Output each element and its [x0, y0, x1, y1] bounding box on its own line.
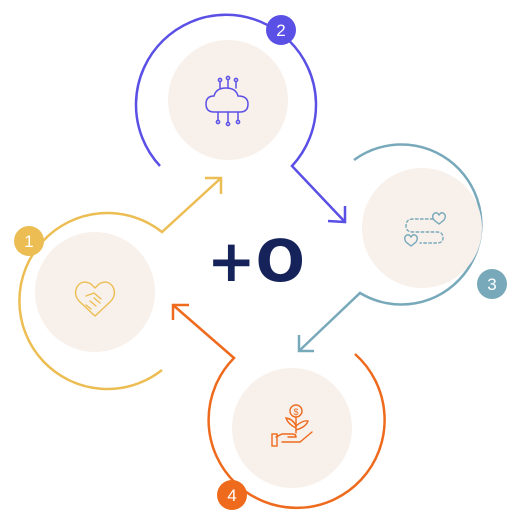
step-2-ring	[134, 13, 346, 223]
cloud-circuit-icon	[205, 75, 249, 127]
center-logo-text: +O	[207, 227, 305, 295]
step-3: 3	[297, 143, 507, 353]
step-3-disc	[362, 168, 482, 288]
step-4: $ 4	[171, 303, 386, 510]
step-3-number: 3	[487, 275, 496, 294]
hearts-path-icon	[404, 212, 446, 247]
step-2-number: 2	[276, 21, 285, 40]
step-3-badge: 3	[477, 269, 507, 299]
step-1-ring	[18, 177, 222, 391]
step-2-arrowhead	[327, 206, 347, 224]
step-1-arrowhead	[205, 176, 223, 194]
step-1: 1	[14, 176, 223, 391]
step-3-arrowhead	[297, 335, 314, 353]
step-4-number: 4	[227, 486, 236, 505]
handshake-heart-icon	[74, 281, 116, 317]
step-1-disc	[35, 232, 155, 352]
step-2-badge: 2	[266, 15, 296, 45]
step-4-badge: 4	[217, 480, 247, 510]
step-1-badge: 1	[14, 226, 44, 256]
step-2: 2	[134, 13, 347, 224]
step-2-disc	[168, 40, 288, 160]
step-4-ring	[172, 304, 386, 510]
center-logo: +O	[207, 227, 305, 295]
hand-dollar-plant-icon: $	[271, 404, 313, 447]
step-1-number: 1	[24, 232, 33, 251]
svg-text:$: $	[293, 407, 298, 417]
step-4-arrowhead	[171, 303, 189, 320]
step-4-disc	[232, 368, 352, 488]
